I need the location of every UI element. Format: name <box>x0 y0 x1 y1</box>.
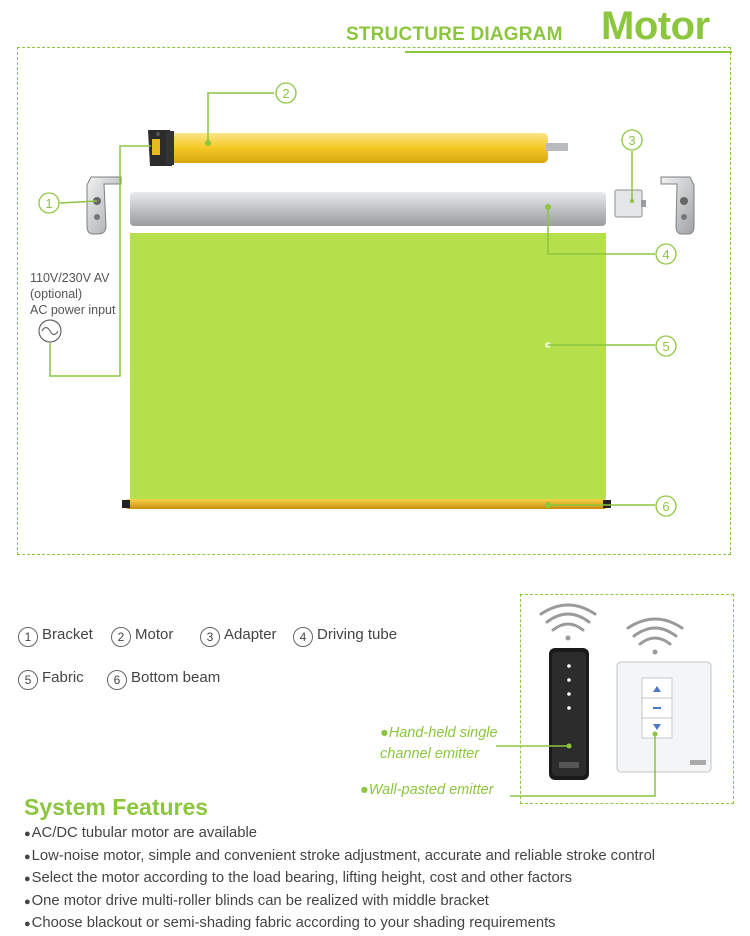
legend-number: 5 <box>18 670 38 690</box>
right-bracket-illustration <box>660 176 695 235</box>
wall-panel-illustration <box>616 661 712 773</box>
ac-power-symbol <box>38 319 62 343</box>
feature-item: Low-noise motor, simple and convenient s… <box>24 846 655 869</box>
feature-item: Choose blackout or semi-shading fabric a… <box>24 913 655 936</box>
ac-power-label: 110V/230V AV (optional) AC power input <box>30 271 116 317</box>
adapter-illustration <box>614 189 646 218</box>
callout-5: 5 <box>662 339 669 354</box>
callout-6: 6 <box>662 499 669 514</box>
feature-item: Select the motor according to the load b… <box>24 868 655 891</box>
legend-number: 1 <box>18 627 38 647</box>
callout-2: 2 <box>282 86 289 101</box>
callout-lines <box>49 92 655 506</box>
callout-1: 1 <box>45 196 52 211</box>
feature-item: One motor drive multi-roller blinds can … <box>24 891 655 914</box>
title-underline <box>405 51 732 53</box>
legend-label: Bracket <box>42 626 93 643</box>
legend-label: Fabric <box>42 669 84 686</box>
handheld-emitter-label: ●Hand-held single channel emitter <box>380 725 498 762</box>
fabric-illustration <box>130 233 606 499</box>
wall-emitter-label: ●Wall-pasted emitter <box>360 782 494 798</box>
system-features-list: AC/DC tubular motor are available Low-no… <box>24 823 655 936</box>
legend-label: Adapter <box>224 626 277 643</box>
feature-item: AC/DC tubular motor are available <box>24 823 655 846</box>
legend-label: Motor <box>135 626 174 643</box>
signal-icon <box>626 617 684 655</box>
legend-label: Driving tube <box>317 626 398 643</box>
legend-number: 2 <box>111 627 131 647</box>
emitter-frame <box>520 594 734 804</box>
legend-number: 4 <box>293 627 313 647</box>
legend-number: 6 <box>107 670 127 690</box>
structure-diagram-frame <box>17 47 731 555</box>
left-bracket-illustration <box>86 176 122 235</box>
structure-diagram: 2 3 4 5 6 1 <box>38 82 695 517</box>
legend-label: Bottom beam <box>131 669 221 686</box>
diagram-title-small: STRUCTURE DIAGRAM <box>346 24 563 45</box>
emitter-illustrations <box>496 603 712 797</box>
callout-3: 3 <box>628 133 635 148</box>
legend-number: 3 <box>200 627 220 647</box>
driving-tube-illustration <box>130 192 606 226</box>
callout-4: 4 <box>662 247 669 262</box>
callout-circles <box>38 82 677 517</box>
diagram-title-big: Motor <box>601 4 710 48</box>
bottom-beam-illustration <box>122 499 611 509</box>
handheld-remote-illustration <box>549 648 589 780</box>
system-features-title: System Features <box>24 794 209 820</box>
signal-icon <box>539 603 597 641</box>
motor-illustration <box>148 130 568 166</box>
